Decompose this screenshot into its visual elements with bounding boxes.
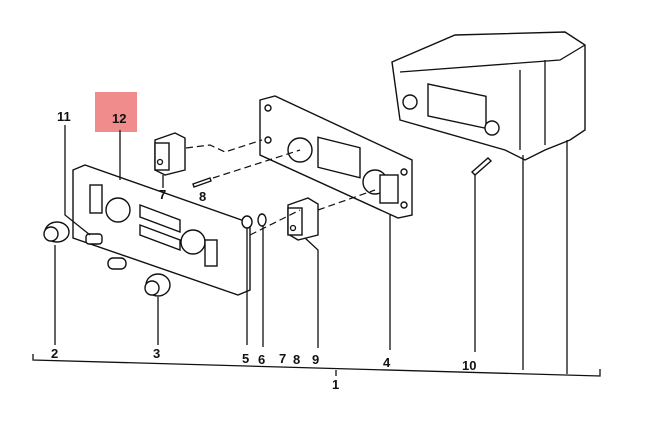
knob-2 [43, 221, 70, 243]
washer-6 [257, 213, 267, 227]
callout-3: 3 [153, 346, 160, 361]
small-button [107, 257, 127, 270]
callout-11: 11 [57, 109, 71, 124]
callout-1: 1 [332, 377, 339, 392]
callout-4: 4 [383, 355, 391, 370]
pin-10 [470, 157, 493, 176]
callout-8: 8 [293, 352, 300, 367]
callout-8-top: 8 [199, 189, 206, 204]
callout-7: 7 [279, 351, 286, 366]
pin-8 [192, 177, 212, 188]
callout-2: 2 [51, 346, 58, 361]
callout-6: 6 [258, 352, 265, 367]
callout-5: 5 [242, 351, 249, 366]
callout-12: 12 [112, 111, 126, 126]
callout-10: 10 [462, 358, 476, 373]
callout-7-top: 7 [159, 187, 166, 202]
leader-lines [32, 125, 601, 377]
switch-9 [287, 197, 319, 241]
nut-5 [241, 215, 253, 229]
switch-7 [154, 132, 186, 176]
control-unit-housing [391, 31, 586, 161]
mounting-plate [259, 95, 413, 219]
knob-3 [144, 273, 171, 297]
front-panel [72, 164, 251, 296]
callout-9: 9 [312, 352, 319, 367]
highlight-box-12 [95, 92, 137, 132]
small-button-11 [85, 233, 103, 245]
